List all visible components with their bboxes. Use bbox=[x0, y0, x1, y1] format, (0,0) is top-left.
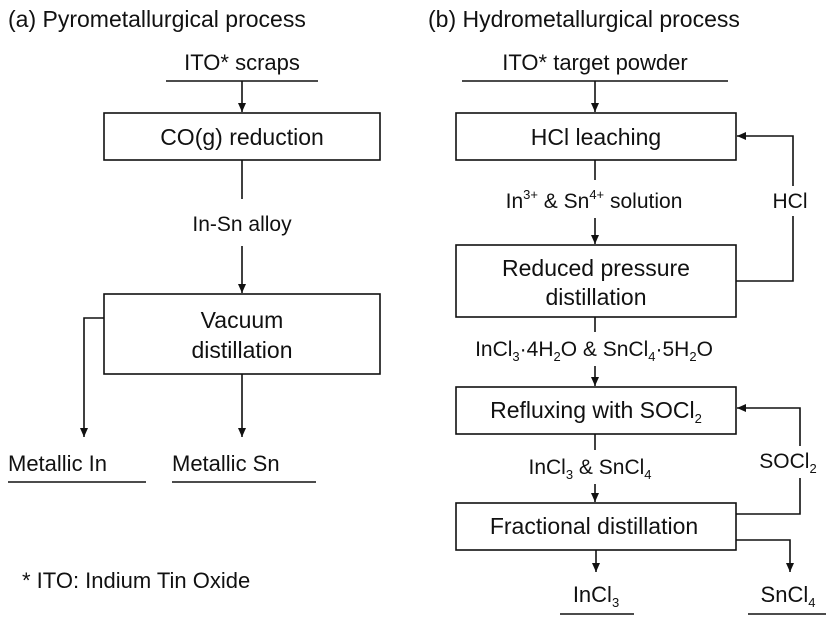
hydro-socl2-label-bg bbox=[750, 446, 828, 478]
hydro-socl2-recycle-label: SOCl2 bbox=[759, 450, 816, 476]
hydro-step-leaching: HCl leaching bbox=[531, 124, 661, 150]
hydro-input-label: ITO* target powder bbox=[502, 50, 687, 75]
hydro-product-sncl4: SnCl4 bbox=[761, 582, 816, 610]
hydro-step-reduced-pressure-line1: Reduced pressure bbox=[502, 255, 690, 281]
pyro-step-vacuum-line1: Vacuum bbox=[201, 307, 284, 333]
pyro-intermediate-label: In-Sn alloy bbox=[192, 213, 292, 236]
hydro-step-fractional: Fractional distillation bbox=[490, 513, 698, 539]
pyro-input-label: ITO* scraps bbox=[184, 50, 300, 75]
pyro-product-in: Metallic In bbox=[8, 451, 107, 476]
pyro-arrow-to-in bbox=[80, 317, 104, 437]
hydro-solution-label: In3+ & Sn4+ solution bbox=[506, 187, 683, 213]
pyro-product-sn: Metallic Sn bbox=[172, 451, 280, 476]
hydro-box-refluxing bbox=[455, 386, 737, 435]
pyro-step-reduction: CO(g) reduction bbox=[160, 124, 324, 150]
ito-footnote: * ITO: Indium Tin Oxide bbox=[22, 568, 250, 593]
pyro-step-vacuum-line2: distillation bbox=[192, 337, 293, 363]
pyro-box-reduction bbox=[103, 112, 381, 161]
hydro-product-incl3: InCl3 bbox=[573, 582, 619, 610]
pyro-title: (a) Pyrometallurgical process bbox=[8, 6, 306, 32]
hydro-step-reduced-pressure-line2: distillation bbox=[546, 284, 647, 310]
hydro-hcl-label-bg bbox=[752, 186, 828, 216]
hydro-chlorides-label: InCl3 & SnCl4 bbox=[528, 456, 651, 482]
hydro-box-reduced-pressure bbox=[455, 244, 737, 318]
hydro-step-refluxing: Refluxing with SOCl2 bbox=[490, 397, 702, 426]
hydro-title: (b) Hydrometallurgical process bbox=[428, 6, 740, 32]
hydro-hcl-recycle-label: HCl bbox=[773, 190, 808, 213]
hydro-hydrates-label: InCl3·4H2O & SnCl4·5H2O bbox=[475, 338, 713, 364]
hydro-box-leaching bbox=[455, 112, 737, 161]
hydro-arrow-to-sncl4 bbox=[736, 539, 794, 572]
